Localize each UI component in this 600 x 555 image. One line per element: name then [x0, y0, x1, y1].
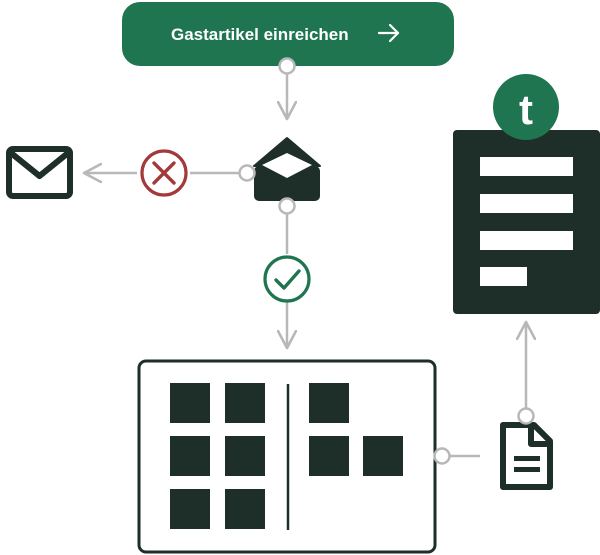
submit-guest-article-button[interactable]: Gastartikel einreichen — [122, 2, 454, 66]
logo-badge: t — [493, 74, 559, 140]
editorial-board-icon — [137, 359, 437, 554]
logo-letter: t — [519, 86, 533, 133]
cross-circle-icon — [140, 149, 188, 197]
arrow-right-icon — [377, 23, 400, 43]
connector-dot-document — [517, 407, 535, 425]
document-icon — [500, 422, 553, 490]
envelope-icon — [6, 146, 73, 199]
check-circle-icon — [263, 255, 311, 303]
connector-dot-submit — [278, 57, 296, 75]
connector-dot-board — [433, 447, 451, 465]
submit-button-label: Gastartikel einreichen — [171, 25, 349, 44]
connector-dot-mail-left — [238, 164, 256, 182]
article-page-icon — [453, 130, 600, 314]
open-envelope-icon — [253, 137, 321, 201]
connector-dot-mail-bottom — [278, 197, 296, 215]
